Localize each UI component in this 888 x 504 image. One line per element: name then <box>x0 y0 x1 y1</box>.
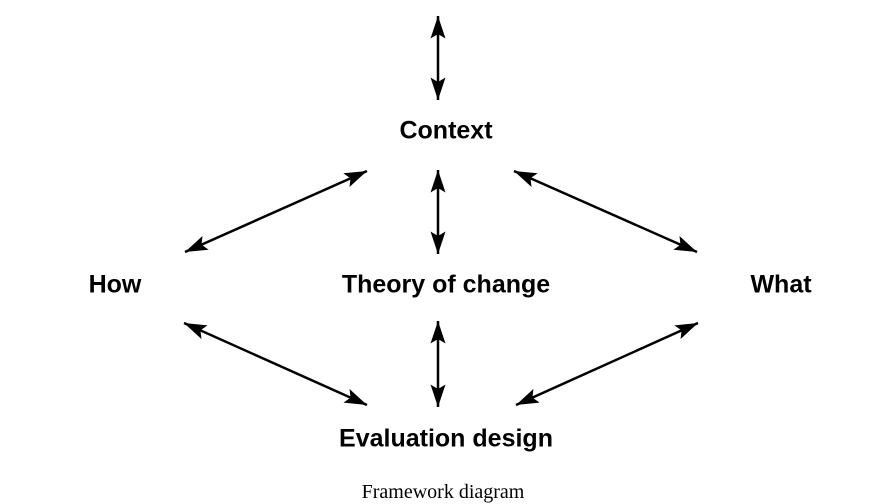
diagram-caption: Framework diagram <box>361 481 525 503</box>
node-how: How <box>88 270 142 299</box>
edge-context-what-double-arrow <box>513 169 698 254</box>
node-evaluation-design: Evaluation design <box>339 424 553 453</box>
edge-what-evaluation-double-arrow <box>515 321 699 407</box>
edge-how-evaluation-double-arrow <box>183 321 368 407</box>
node-context: Context <box>399 116 493 145</box>
node-theory-of-change: Theory of change <box>341 270 551 299</box>
node-what: What <box>750 270 812 299</box>
edge-context-how-double-arrow <box>184 169 368 254</box>
